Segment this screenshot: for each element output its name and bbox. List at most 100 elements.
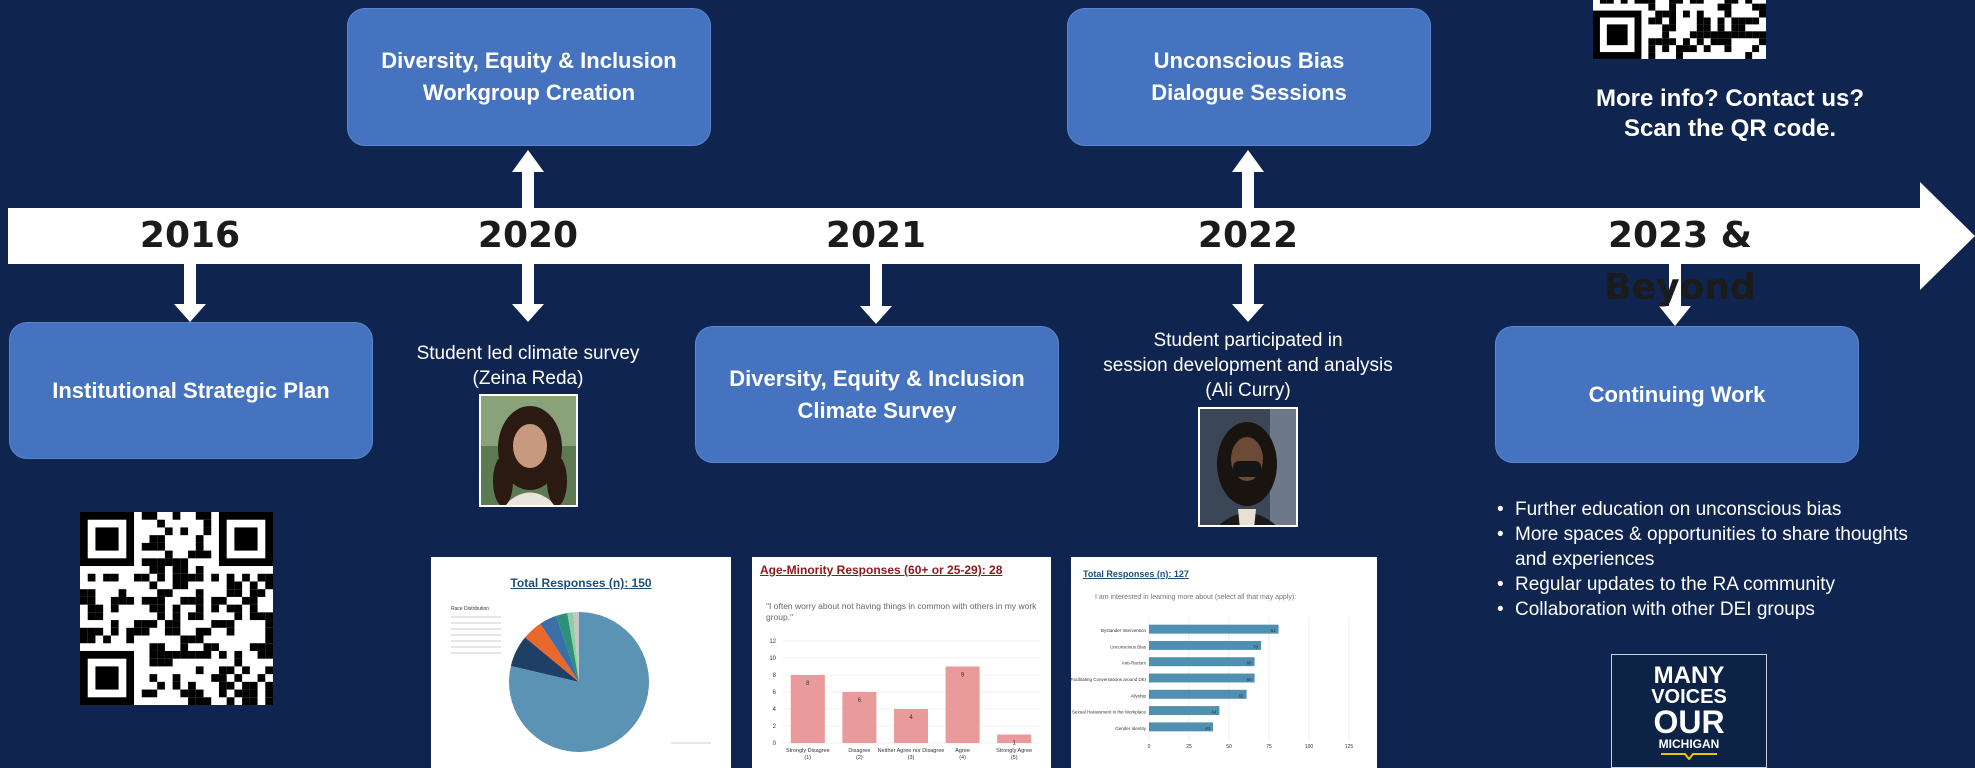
list-item: Collaboration with other DEI groups <box>1495 597 1915 622</box>
bar <box>1149 673 1255 683</box>
y-tick-label: Gender Identity <box>1115 726 1147 731</box>
bar <box>893 709 929 743</box>
y-tick-label: 10 <box>769 656 776 662</box>
list-item: More spaces & opportunities to share tho… <box>1495 522 1915 572</box>
x-tick-label-suffix: (1) <box>804 755 811 761</box>
logo-line3: OUR <box>1653 704 1725 740</box>
bar-data-label: 4 <box>909 715 913 721</box>
bar <box>997 734 1032 743</box>
many-voices-logo: MANY VOICES OUR MICHIGAN <box>1611 654 1767 768</box>
caption-ali-line1: Student participated in <box>1153 330 1343 351</box>
bar-data-label: 6 <box>858 698 862 704</box>
pie-slice <box>540 615 579 682</box>
caption-zeina: Student led climate survey (Zeina Reda) <box>378 341 678 391</box>
y-tick-label: Anti-Racism <box>1122 661 1147 666</box>
logo-line2: VOICES <box>1651 686 1727 708</box>
bar-chart-title: Age-Minority Responses (60+ or 25-29): 2… <box>760 563 1003 577</box>
y-tick-label: Facilitating Conversations around DEI <box>1071 677 1146 682</box>
bar <box>1149 657 1255 667</box>
list-item: Regular updates to the RA community <box>1495 572 1915 597</box>
x-tick-label: 0 <box>1148 744 1151 750</box>
bar-data-label: 40 <box>1205 726 1211 731</box>
x-tick-label-suffix: (4) <box>959 755 966 761</box>
x-tick-label: Neither Agree nor Disagree <box>878 748 945 754</box>
y-tick-label: Sexual Harassment in the Workplace <box>1072 710 1146 715</box>
bar-data-label: 66 <box>1247 661 1253 666</box>
caption-zeina-line1: Student led climate survey <box>416 343 640 364</box>
logo-underline <box>1661 753 1717 760</box>
continuing-work-list: Further education on unconscious bias Mo… <box>1495 497 1915 622</box>
box-climate-survey: Diversity, Equity & Inclusion Climate Su… <box>695 326 1059 463</box>
logo-line1: MANY <box>1653 662 1725 689</box>
bar-data-label: 9 <box>961 673 965 679</box>
pie-chart: Race Distribution <box>451 606 711 752</box>
hbar-chart-subtitle: I am interested in learning more about (… <box>1095 594 1297 601</box>
chart-card-pie: Total Responses (n): 150 Race Distributi… <box>431 557 731 768</box>
bar <box>1149 722 1213 732</box>
bar-data-label: 66 <box>1247 677 1253 682</box>
contact-line2: Scan the QR code. <box>1623 115 1837 142</box>
pie-chart-title: Total Responses (n): 150 <box>510 576 652 590</box>
caption-ali: Student participated in session developm… <box>1068 328 1428 403</box>
box-strategic-plan: Institutional Strategic Plan <box>9 322 373 459</box>
caption-ali-line3: (Ali Curry) <box>1205 380 1291 401</box>
list-item: Further education on unconscious bias <box>1495 497 1915 522</box>
x-tick-label: 100 <box>1305 744 1314 750</box>
box-continuing-work: Continuing Work <box>1495 326 1859 463</box>
caption-ali-line2: session development and analysis <box>1103 355 1393 376</box>
bar-chart-quote: "I often worry about not having things i… <box>766 601 1037 622</box>
y-tick-label: Unconscious Bias <box>1110 644 1147 649</box>
pie-slice <box>509 612 649 752</box>
year-2020: 2020 <box>477 215 579 256</box>
pie-slice <box>555 612 579 682</box>
bar <box>1149 689 1247 699</box>
chart-card-bar: Age-Minority Responses (60+ or 25-29): 2… <box>752 557 1051 768</box>
pie-legend-title: Race Distribution <box>451 606 489 612</box>
x-tick-label: Strongly Disagree <box>786 748 830 754</box>
x-tick-label-suffix: (3) <box>908 755 915 761</box>
pie-slice <box>525 623 579 682</box>
x-tick-label: Agree <box>955 748 970 754</box>
chart-card-hbar: Total Responses (n): 127 I am interested… <box>1071 557 1377 768</box>
x-tick-label: 125 <box>1345 744 1354 750</box>
y-tick-label: 6 <box>773 690 777 696</box>
y-tick-label: Bystander Intervention <box>1101 628 1147 633</box>
bar-data-label: 1 <box>1013 741 1017 747</box>
logo-line4: MICHIGAN <box>1658 737 1720 751</box>
x-tick-label: 75 <box>1266 744 1272 750</box>
bar <box>1149 624 1279 634</box>
x-tick-label: 50 <box>1226 744 1232 750</box>
bar <box>790 675 825 743</box>
x-tick-label: Strongly Agree <box>996 748 1032 754</box>
x-tick-label: Disagree <box>848 748 870 754</box>
qr-code-left <box>80 512 273 705</box>
bar-data-label: 8 <box>806 681 810 687</box>
bar-data-label: 70 <box>1253 644 1259 649</box>
x-tick-label: 25 <box>1186 744 1192 750</box>
y-tick-label: 4 <box>773 707 777 713</box>
bar <box>842 692 877 743</box>
bar <box>945 666 980 743</box>
year-2023-beyond: 2023 & Beyond <box>1604 215 1756 308</box>
year-2021: 2021 <box>825 215 927 256</box>
pie-slice <box>510 637 579 682</box>
bar <box>1149 640 1261 650</box>
pie-legend-lines <box>451 616 711 744</box>
bar-data-label: 44 <box>1211 710 1217 715</box>
y-tick-label: 0 <box>773 741 777 747</box>
caption-zeina-line2: (Zeina Reda) <box>472 368 584 389</box>
bar-data-label: 61 <box>1239 693 1245 698</box>
y-tick-label: 12 <box>769 639 776 645</box>
pie-slice <box>567 612 579 682</box>
x-tick-label-suffix: (5) <box>1011 755 1018 761</box>
photo-zeina-reda <box>479 394 578 507</box>
y-tick-label: Allyship <box>1130 693 1146 698</box>
box-unconscious-bias-sessions: Unconscious Bias Dialogue Sessions <box>1067 8 1431 146</box>
bar <box>1149 706 1220 716</box>
y-tick-label: 2 <box>773 724 777 730</box>
year-2016: 2016 <box>139 215 241 256</box>
pie-slice <box>573 612 579 682</box>
